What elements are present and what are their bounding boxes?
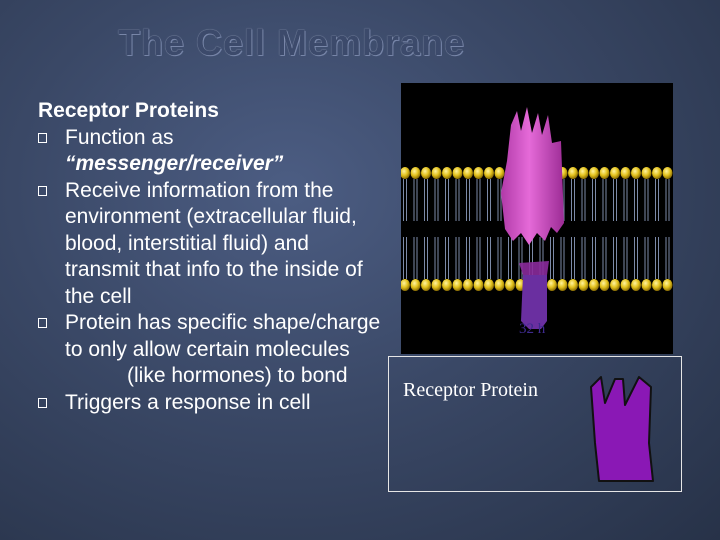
lipid-head — [410, 167, 421, 179]
lipid-head — [421, 167, 431, 179]
lipid-head — [463, 279, 473, 291]
lipid-head — [599, 167, 610, 179]
lipid-head — [494, 279, 505, 291]
lipid-head — [620, 167, 631, 179]
membrane-animation: 32 h — [401, 83, 673, 354]
lipid-head — [547, 279, 557, 291]
slide-title: The Cell Membrane — [118, 22, 466, 63]
lipid-head — [473, 279, 484, 291]
lipid-head — [662, 167, 673, 179]
lipid-head — [484, 167, 494, 179]
bullet-text: Function as — [65, 125, 174, 149]
lipid-head — [578, 167, 589, 179]
lipid-head — [641, 167, 652, 179]
bullet-text: Triggers a response in cell — [65, 390, 311, 414]
receptor-protein-icon — [590, 376, 654, 482]
lipid-head — [431, 279, 442, 291]
lipid-head — [431, 167, 442, 179]
bullet-square-icon — [38, 397, 47, 408]
slide-content: Receptor Proteins Function as “messenger… — [38, 98, 383, 416]
lipid-head — [401, 167, 410, 179]
bullet-text: Protein has specific shape/charge to onl… — [65, 311, 381, 361]
lipid-head — [473, 167, 484, 179]
bullet-item: Receive information from the environment… — [38, 178, 383, 311]
lipid-head — [557, 279, 568, 291]
bullet-emphasis: “messenger/receiver” — [65, 152, 284, 175]
section-heading: Receptor Proteins — [38, 99, 219, 122]
bullet-square-icon — [38, 318, 47, 328]
bullet-item: Function as “messenger/receiver” — [38, 125, 383, 178]
lipid-head — [452, 279, 463, 291]
animation-caption: 32 h — [519, 321, 546, 337]
legend-box: Receptor Protein — [388, 356, 682, 492]
lipid-head — [599, 279, 610, 291]
lipid-head — [484, 279, 494, 291]
lipid-head — [442, 279, 452, 291]
lipid-head — [631, 167, 641, 179]
bullet-square-icon — [38, 185, 47, 196]
lipid-head — [578, 279, 589, 291]
lipid-head — [401, 279, 410, 291]
bullet-item: Protein has specific shape/charge to onl… — [38, 310, 383, 390]
lipid-head — [641, 279, 652, 291]
lipid-head — [620, 279, 631, 291]
lipid-head — [442, 167, 452, 179]
lipid-head — [505, 279, 515, 291]
lipid-head — [610, 167, 620, 179]
bullet-text-cont: (like hormones) to bond — [127, 364, 348, 387]
lipid-head — [410, 279, 421, 291]
lipid-head — [589, 167, 599, 179]
lipid-head — [610, 279, 620, 291]
lipid-head — [494, 167, 505, 179]
lipid-head — [452, 167, 463, 179]
bullet-square-icon — [38, 132, 47, 143]
lipid-head — [421, 279, 431, 291]
receptor-protein-3d — [501, 107, 564, 329]
lipid-head — [631, 279, 641, 291]
lipid-head — [568, 167, 578, 179]
bullet-item: Triggers a response in cell — [38, 390, 383, 417]
membrane-illustration — [401, 107, 673, 329]
lipid-head — [652, 279, 662, 291]
lipid-head — [589, 279, 599, 291]
lipid-head — [463, 167, 473, 179]
legend-label: Receptor Protein — [403, 379, 538, 401]
lipid-head — [662, 279, 673, 291]
lipid-head — [568, 279, 578, 291]
lipid-head — [652, 167, 662, 179]
bullet-text: Receive information from the environment… — [65, 178, 363, 308]
